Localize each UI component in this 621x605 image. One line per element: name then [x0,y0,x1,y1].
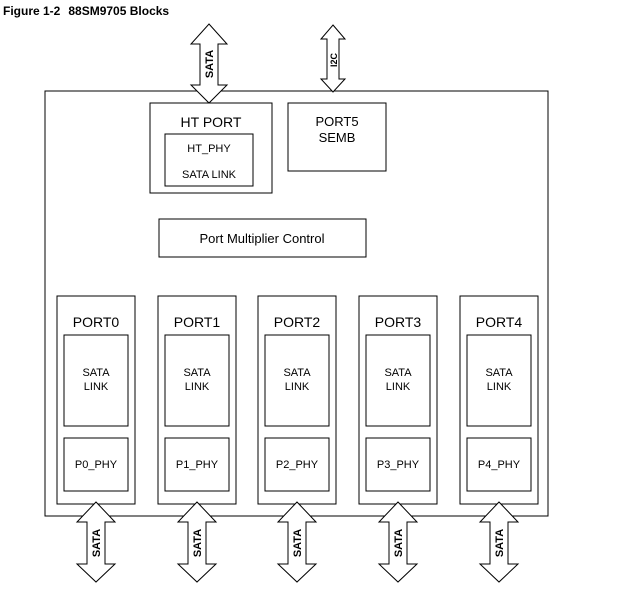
top-sata-label: SATA [204,50,216,78]
port3-title: PORT3 [375,314,422,330]
top-i2c-label: I2C [329,53,339,68]
port2-link-line2: LINK [285,381,310,393]
port0-link-line2: LINK [84,381,109,393]
port4-link-box [466,334,532,427]
port3-phy-box [365,437,431,492]
port5-block: PORT5 SEMB [287,102,387,172]
figure-label: Figure 1-2 [3,4,61,18]
port1-link-line2: LINK [185,381,210,393]
top-i2c-arrow: I2C [319,24,347,93]
ht-phy-label: HT_PHY [187,143,231,155]
port3-link-line1: SATA [384,367,412,379]
port2-sata-label: SATA [292,529,304,557]
port0-link-box [63,334,129,427]
port3-phy-label: P3_PHY [377,459,420,471]
port4-sata-arrow: SATA [478,501,520,583]
port4-title: PORT4 [476,314,523,330]
port4-link-line1: SATA [485,367,513,379]
port0-sata-arrow: SATA [75,501,117,583]
port0-phy-box [63,437,129,492]
port2-title: PORT2 [274,314,321,330]
port1-phy-box [164,437,230,492]
port2-link-box [264,334,330,427]
port2-link-line1: SATA [283,367,311,379]
port1-link-box [164,334,230,427]
port4-sata-label: SATA [494,529,506,557]
port3-sata-label: SATA [393,529,405,557]
pm-control-block: Port Multiplier Control [158,218,367,258]
port2-sata-arrow: SATA [276,501,318,583]
port3-sata-arrow: SATA [377,501,419,583]
port1-link-line1: SATA [183,367,211,379]
port5-line2: SEMB [319,130,356,145]
ht-port-title: HT PORT [181,114,242,130]
port1-phy-label: P1_PHY [176,459,219,471]
port4-phy-label: P4_PHY [478,459,521,471]
port1-title: PORT1 [174,314,221,330]
ht-port-block: HT PORT HT_PHY SATA LINK [149,102,273,194]
ht-link-label: SATA LINK [182,169,237,181]
port0-phy-label: P0_PHY [75,459,118,471]
port0-link-line1: SATA [82,367,110,379]
port0-sata-label: SATA [91,529,103,557]
port1-sata-label: SATA [192,529,204,557]
port2-phy-label: P2_PHY [276,459,319,471]
port3-link-box [365,334,431,427]
port1-sata-arrow: SATA [176,501,218,583]
ht-port-inner [164,133,254,187]
port5-line1: PORT5 [315,114,358,129]
port0-title: PORT0 [73,314,120,330]
figure-caption: Figure 1-2 88SM9705 Blocks [3,4,177,18]
port4-link-line2: LINK [487,381,512,393]
port3-link-line2: LINK [386,381,411,393]
port2-phy-box [264,437,330,492]
pm-control-label: Port Multiplier Control [200,231,325,246]
figure-title: 88SM9705 Blocks [68,4,170,18]
port4-phy-box [466,437,532,492]
